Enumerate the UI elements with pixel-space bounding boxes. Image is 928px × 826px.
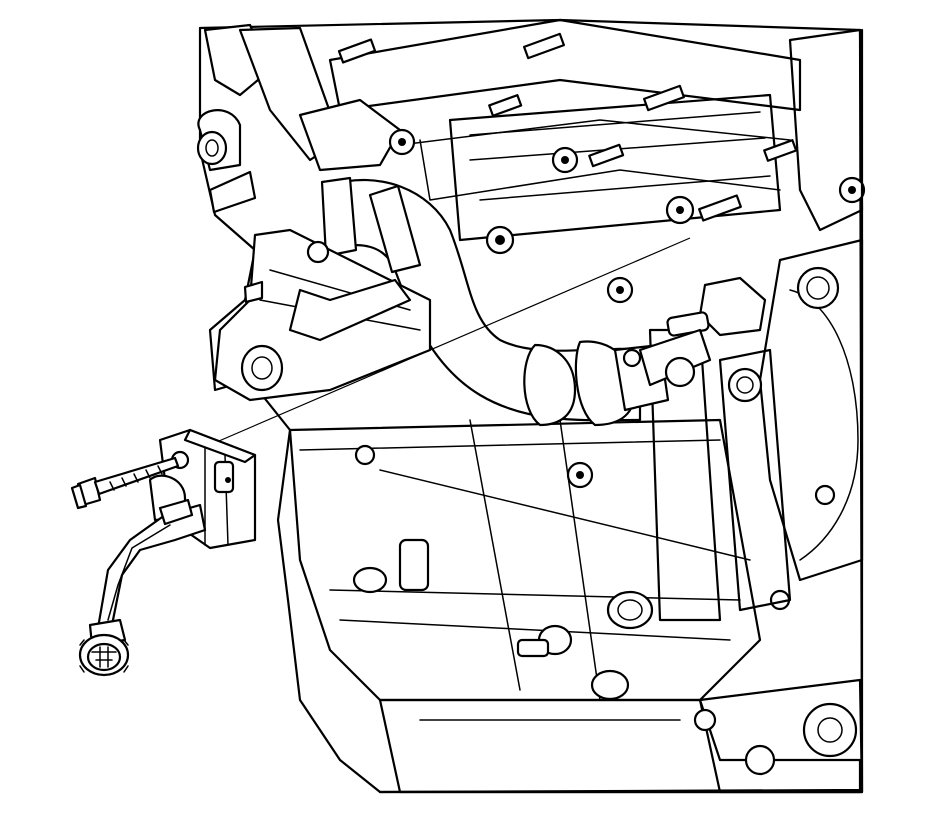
block-connector: [638, 276, 767, 388]
mounting-bolt: [70, 456, 180, 510]
head-studs: [337, 32, 798, 222]
mounting-bracket: [208, 170, 432, 402]
sensor-harness: [96, 498, 207, 630]
electrical-connector: [78, 618, 130, 677]
leader-line: [211, 237, 691, 445]
